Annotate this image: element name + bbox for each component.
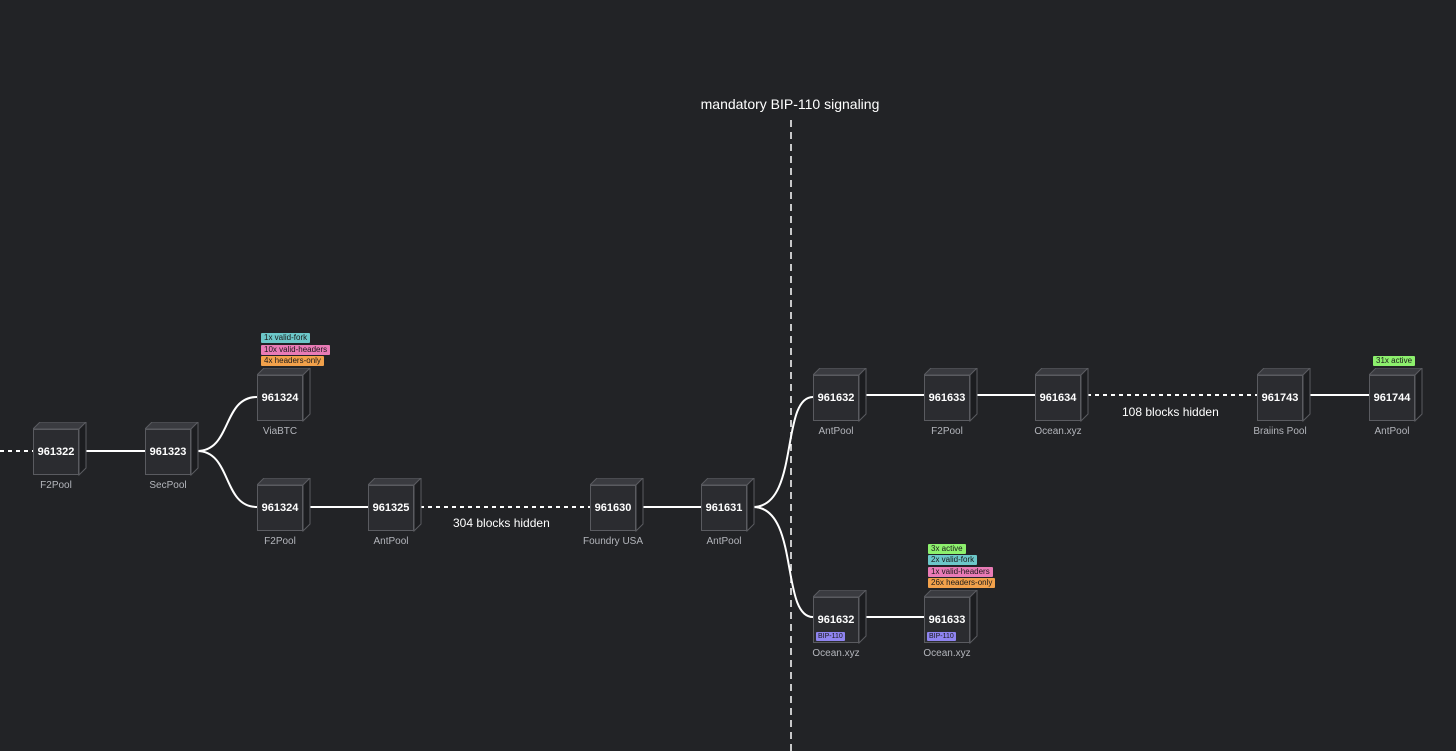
status-badge: 3x active	[928, 543, 966, 554]
pool-label: AntPool	[706, 536, 742, 547]
status-badge: 1x valid-headers	[928, 566, 993, 577]
block-b4[interactable]: 961324	[257, 478, 311, 532]
block-b3[interactable]: 961324	[257, 368, 311, 422]
block-height: 961631	[705, 502, 743, 514]
pool-label: Ocean.xyz	[1034, 426, 1082, 437]
status-badge: 4x headers-only	[261, 356, 324, 366]
hidden-blocks-label-left: 304 blocks hidden	[453, 516, 550, 530]
pool-label: AntPool	[1374, 426, 1410, 437]
cube-face	[145, 429, 191, 475]
block-b10[interactable]: 961634	[1035, 368, 1089, 422]
block-height: 961632	[817, 392, 855, 404]
block-height: 961630	[594, 502, 632, 514]
block-height: 961323	[149, 446, 187, 458]
pool-label: AntPool	[818, 426, 854, 437]
cube-face	[257, 485, 303, 531]
cube-face	[33, 429, 79, 475]
block-height: 961632	[817, 614, 855, 626]
block-b12[interactable]: 961744	[1369, 368, 1423, 422]
block-b1[interactable]: 961322	[33, 422, 87, 476]
cube-icon	[1035, 368, 1089, 422]
block-b9[interactable]: 961633	[924, 368, 978, 422]
block-height: 961324	[261, 392, 299, 404]
edge-b7-b8	[752, 396, 814, 508]
pool-label: AntPool	[373, 536, 409, 547]
status-badge: 31x active	[1373, 356, 1416, 366]
edge-b7-b13	[752, 506, 814, 618]
block-b2[interactable]: 961323	[145, 422, 199, 476]
cube-face	[257, 375, 303, 421]
block-height: 961633	[928, 392, 966, 404]
pool-label: Foundry USA	[582, 536, 644, 547]
status-badge: 26x headers-only	[928, 578, 996, 588]
cube-face	[813, 375, 859, 421]
pool-label: Ocean.xyz	[812, 648, 860, 659]
cube-icon	[813, 368, 867, 422]
block-height: 961325	[372, 502, 410, 514]
cube-face	[1257, 375, 1303, 421]
cube-face	[924, 375, 970, 421]
block-height: 961322	[37, 446, 75, 458]
block-height: 961324	[261, 502, 299, 514]
cube-face	[368, 485, 414, 531]
pool-label: Ocean.xyz	[923, 648, 971, 659]
pool-label: ViaBTC	[262, 426, 298, 437]
pool-label: F2Pool	[40, 480, 72, 491]
status-badge: 2x valid-fork	[928, 555, 978, 565]
bip110-tag: BIP-110	[927, 632, 956, 641]
block-height: 961744	[1373, 392, 1411, 404]
pool-label: F2Pool	[264, 536, 296, 547]
cube-icon	[257, 368, 311, 422]
cube-icon	[257, 478, 311, 532]
block-height: 961743	[1261, 392, 1299, 404]
block-b5[interactable]: 961325	[368, 478, 422, 532]
status-badge: 1x valid-fork	[261, 333, 311, 343]
edge-b2-b4	[196, 450, 258, 508]
cube-icon	[701, 478, 755, 532]
cube-face	[1035, 375, 1081, 421]
block-height: 961634	[1039, 392, 1077, 404]
status-badge: 10x valid-headers	[261, 344, 331, 355]
pool-label: Braiins Pool	[1253, 426, 1307, 437]
cube-face	[701, 485, 747, 531]
block-height: 961633	[928, 614, 966, 626]
hidden-blocks-label-right: 108 blocks hidden	[1122, 405, 1219, 419]
bip110-tag: BIP-110	[816, 632, 845, 641]
block-b11[interactable]: 961743	[1257, 368, 1311, 422]
cube-face	[590, 485, 636, 531]
pool-label: F2Pool	[931, 426, 963, 437]
block-b6[interactable]: 961630	[590, 478, 644, 532]
cube-face	[1369, 375, 1415, 421]
pool-label: SecPool	[149, 480, 187, 491]
edge-b2-b3	[196, 396, 258, 452]
block-b7[interactable]: 961631	[701, 478, 755, 532]
divider-label: mandatory BIP-110 signaling	[700, 96, 880, 112]
block-b8[interactable]: 961632	[813, 368, 867, 422]
